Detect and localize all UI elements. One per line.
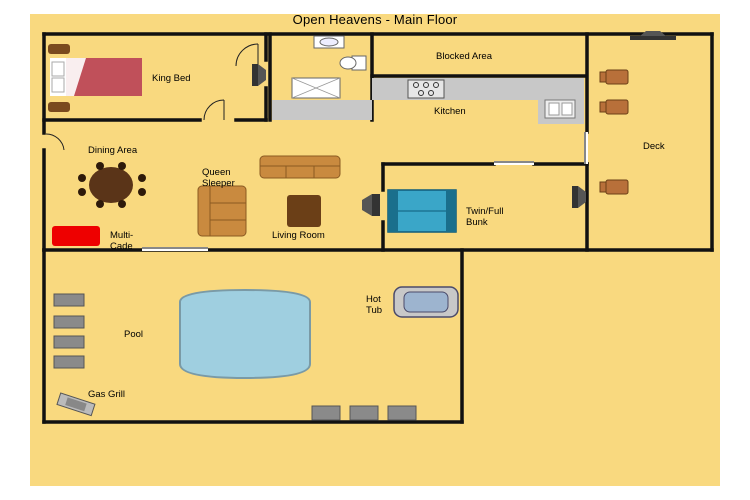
gas-grill-icon	[56, 392, 96, 417]
label-multi-cade: Multi-Cade	[110, 230, 134, 252]
tv-icons	[252, 31, 676, 216]
queen-sleeper-sofa-icon	[197, 185, 247, 237]
pool-icon	[179, 288, 311, 380]
multicade-icon	[52, 226, 100, 246]
label-hot-tub: Hot Tub	[366, 294, 383, 316]
bathroom-floor	[272, 100, 372, 120]
label-dining-area: Dining Area	[88, 145, 138, 156]
label-twin-full-bunk: Twin/Full Bunk	[466, 206, 504, 228]
walls	[42, 32, 714, 424]
dining-table-icon	[78, 162, 146, 208]
label-deck: Deck	[643, 141, 665, 152]
kitchen-sink-icon	[544, 99, 576, 119]
kitchen-counter	[372, 78, 584, 100]
stove-icon	[407, 79, 445, 99]
king-bed-icon	[48, 44, 142, 112]
label-queen-sleeper: Queen Sleeper	[202, 167, 235, 189]
label-gas-grill: Gas Grill	[88, 389, 125, 400]
toilet-icon	[339, 55, 367, 71]
lounge-chairs-icon	[53, 293, 417, 421]
deck-chairs-icon	[599, 69, 629, 195]
floor-plan-title: Open Heavens - Main Floor	[292, 12, 458, 27]
coffee-table-icon	[287, 195, 321, 227]
sliding-doors	[142, 132, 588, 251]
shower-icon	[291, 77, 341, 99]
bathroom-sink-icon	[313, 35, 345, 49]
bunk-bed-icon	[387, 189, 457, 233]
label-pool: Pool	[124, 329, 144, 340]
label-living-room: Living Room	[272, 230, 325, 241]
door-swings	[45, 43, 259, 151]
label-king-bed: King Bed	[152, 73, 191, 84]
hot-tub-icon	[393, 286, 459, 318]
label-kitchen: Kitchen	[434, 106, 466, 117]
label-blocked-area: Blocked Area	[436, 51, 492, 62]
living-room-sofa-icon	[259, 155, 341, 179]
